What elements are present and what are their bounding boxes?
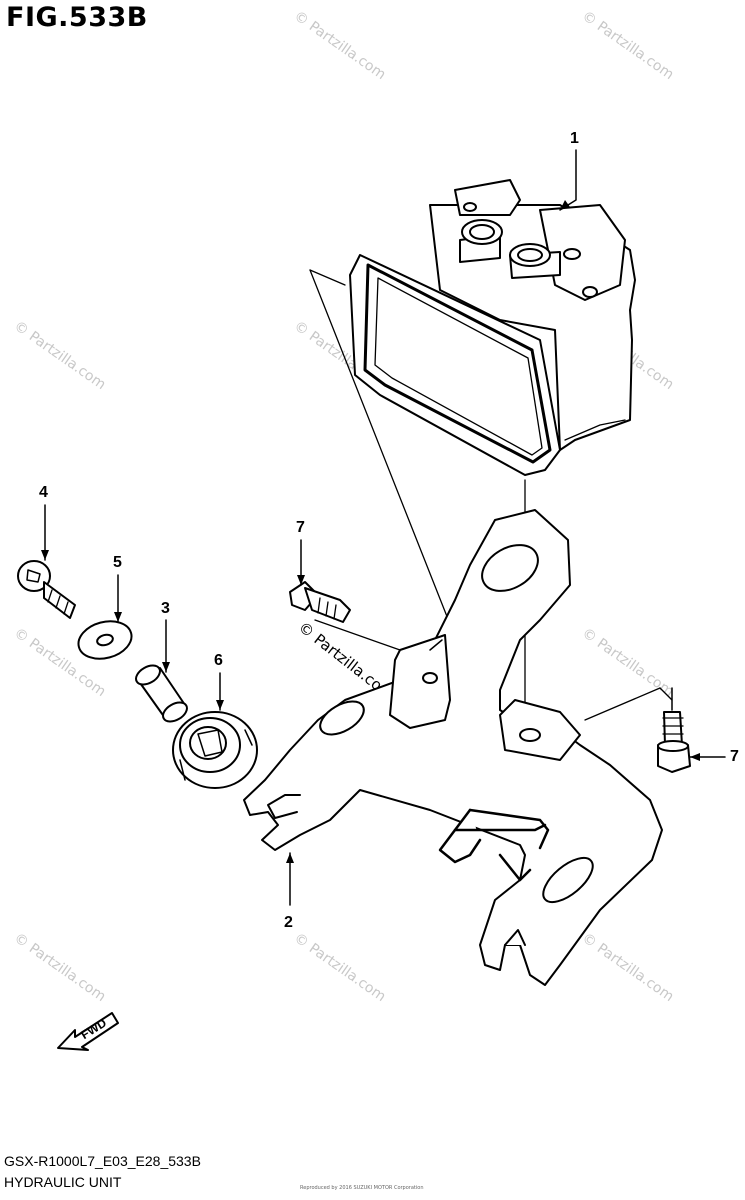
forward-arrow-icon: FWD [57, 1012, 119, 1051]
callout-6: 6 [214, 652, 223, 669]
washer-part-5 [77, 620, 133, 660]
model-code: GSX-R1000L7_E03_E28_533B [4, 1153, 201, 1169]
bolt-part-7-right [657, 711, 691, 773]
grommet-part-6 [172, 711, 258, 789]
bracket-part-2 [243, 509, 663, 986]
callout-7-left: 7 [296, 519, 305, 536]
callout-5: 5 [113, 554, 122, 571]
fine-print: Reproduced by 2016 SUZUKI MOTOR Corporat… [300, 1185, 424, 1191]
hydraulic-unit-part-1 [349, 179, 636, 476]
callout-3: 3 [161, 600, 170, 617]
screw-part-4 [17, 560, 76, 619]
callout-2: 2 [284, 914, 293, 931]
figure-title: FIG.533B [6, 2, 148, 33]
callout-1: 1 [570, 130, 579, 147]
callout-4: 4 [39, 484, 48, 501]
collar-part-3 [135, 664, 188, 723]
section-name: HYDRAULIC UNIT [4, 1174, 122, 1190]
leader-arrowheads [41, 200, 700, 863]
callout-7-right: 7 [730, 748, 739, 765]
bolt-part-7-left [289, 581, 351, 623]
